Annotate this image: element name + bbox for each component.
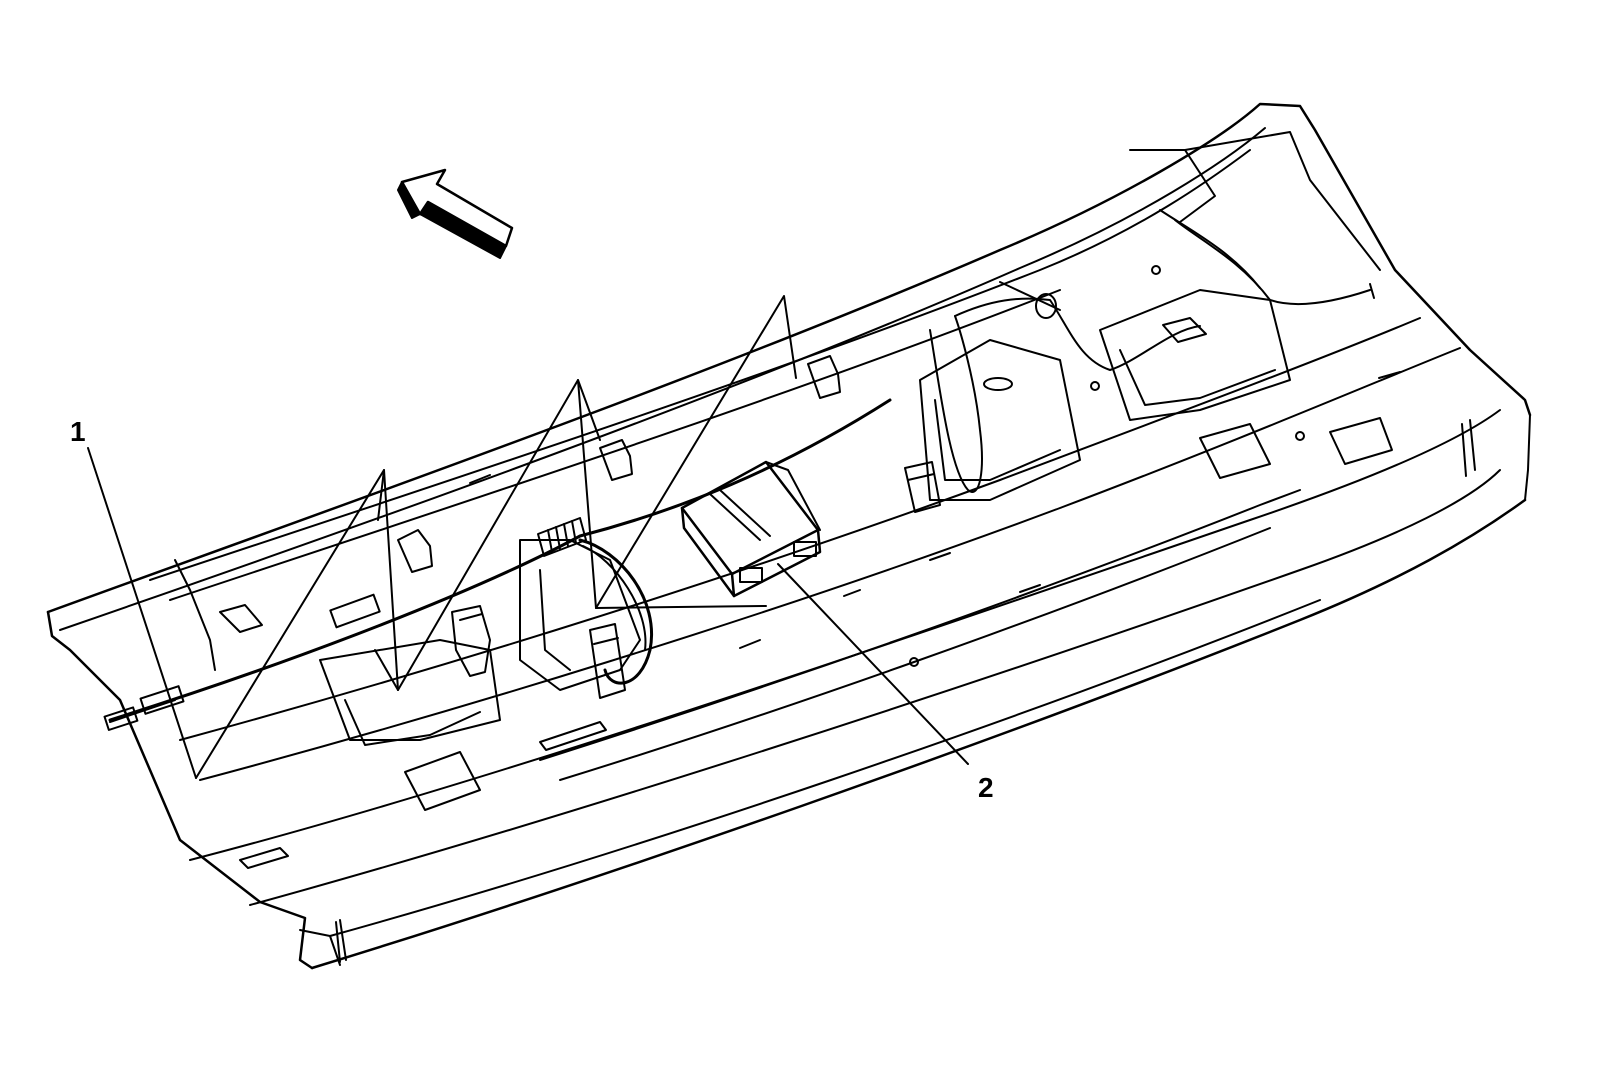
callout-label-2: 2	[978, 772, 994, 803]
callout-label-1: 1	[70, 416, 86, 447]
wiring-harness	[929, 209, 1375, 493]
flange-slots	[239, 417, 1476, 963]
leader-lines	[87, 295, 969, 779]
rear-body-panel	[46, 102, 1532, 970]
cable-clips	[219, 355, 841, 633]
panel-cutouts	[319, 265, 1401, 746]
antenna-cable	[103, 398, 892, 731]
antenna-module	[680, 460, 822, 598]
harness-connectors	[451, 461, 941, 699]
front-direction-arrow-icon	[397, 168, 514, 259]
